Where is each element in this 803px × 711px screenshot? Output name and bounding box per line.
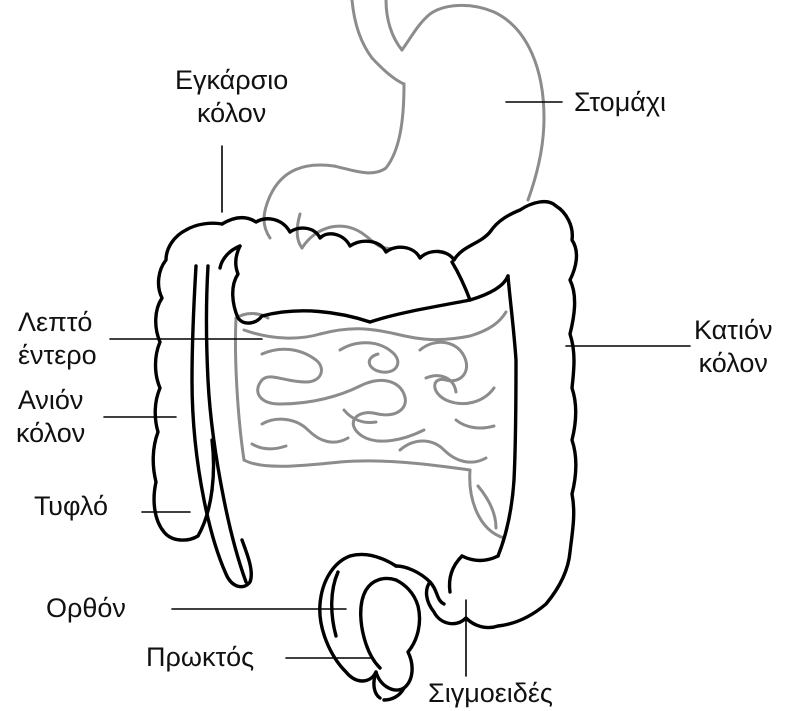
label-ascending-line1: Ανιόν bbox=[16, 384, 85, 417]
label-transverse-colon: Εγκάρσιο κόλον bbox=[175, 64, 288, 130]
label-descending-colon: Κατιόν κόλον bbox=[694, 314, 772, 380]
label-ascending-line2: κόλον bbox=[16, 417, 85, 450]
label-descending-line2: κόλον bbox=[694, 347, 772, 380]
label-small-intestine: Λεπτό έντερο bbox=[18, 306, 97, 372]
label-cecum: Τυφλό bbox=[34, 490, 108, 523]
small-intestine-shape bbox=[235, 312, 506, 538]
label-small-line1: Λεπτό bbox=[18, 306, 97, 339]
label-sigmoid: Σιγμοειδές bbox=[428, 677, 553, 710]
stomach-shape bbox=[264, 0, 544, 249]
label-ascending-colon: Ανιόν κόλον bbox=[16, 384, 85, 450]
label-descending-line1: Κατιόν bbox=[694, 314, 772, 347]
label-transverse-line2: κόλον bbox=[175, 97, 288, 130]
colon-shape bbox=[153, 202, 576, 700]
label-anus: Πρωκτός bbox=[146, 641, 254, 674]
label-stomach: Στομάχι bbox=[574, 86, 666, 119]
label-rectum: Ορθόν bbox=[46, 592, 126, 625]
label-small-line2: έντερο bbox=[18, 339, 97, 372]
label-transverse-line1: Εγκάρσιο bbox=[175, 64, 288, 97]
